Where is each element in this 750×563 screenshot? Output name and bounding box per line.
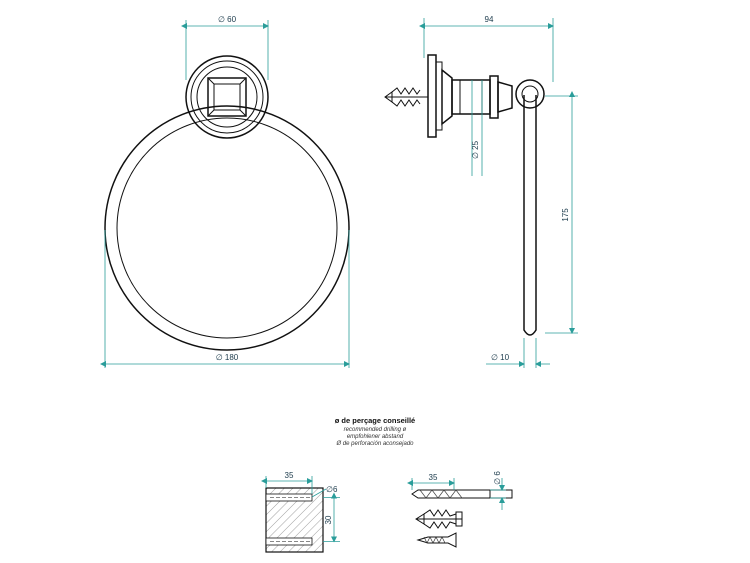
note-title: ø de perçage conseillé <box>335 416 415 425</box>
front-flange-ring <box>190 60 264 134</box>
dim-label-bit-depth: 35 <box>429 473 438 482</box>
wall-dowel <box>415 509 463 529</box>
dim-side-post: ∅ 25 <box>471 80 483 176</box>
front-ring-outer <box>104 105 350 351</box>
dim-drill-block-spacing: 30 <box>323 492 340 543</box>
dim-label-flange: ∅ 60 <box>218 15 237 24</box>
dim-front-ring: ∅ 180 <box>100 230 350 368</box>
dim-drill-block-hole: ∅6 <box>311 485 338 498</box>
front-ring-inner <box>116 117 338 339</box>
dim-side-depth: 94 <box>419 15 554 82</box>
note-line-1: recommended drilling ø <box>344 427 407 433</box>
dim-label-rod: ∅ 10 <box>491 353 510 362</box>
dim-label-ring: ∅ 180 <box>216 353 239 362</box>
dim-label-block-hole: ∅6 <box>326 485 338 494</box>
note-line-3: Ø de perforación aconsejado <box>335 441 414 447</box>
dim-label-block-depth: 35 <box>285 471 294 480</box>
drill-block-section <box>265 487 324 553</box>
front-flange-outer <box>185 55 269 139</box>
dim-label-height: 175 <box>561 208 570 222</box>
drilling-note: ø de perçage conseillé recommended drill… <box>335 416 415 447</box>
dim-side-rod: ∅ 10 <box>486 338 550 368</box>
dim-drill-bit-depth: 35 <box>407 473 455 490</box>
dim-side-height: 175 <box>545 91 578 334</box>
side-view <box>384 54 545 336</box>
front-view <box>104 55 350 351</box>
note-line-2: empfohlener abstand <box>347 434 404 440</box>
dim-label-block-spacing: 30 <box>324 515 333 524</box>
dim-label-depth: 94 <box>485 15 494 24</box>
dim-drill-block-depth: 35 <box>261 471 313 494</box>
dim-label-post: ∅ 25 <box>471 140 480 159</box>
drill-bit <box>411 489 513 499</box>
front-hinge-block <box>207 77 247 117</box>
dim-label-bit-dia: ∅ 6 <box>493 471 502 485</box>
dim-drill-bit-dia: ∅ 6 <box>490 471 506 510</box>
front-flange-inner <box>196 66 258 128</box>
wood-screw <box>416 532 457 548</box>
dim-front-flange: ∅ 60 <box>181 15 269 80</box>
